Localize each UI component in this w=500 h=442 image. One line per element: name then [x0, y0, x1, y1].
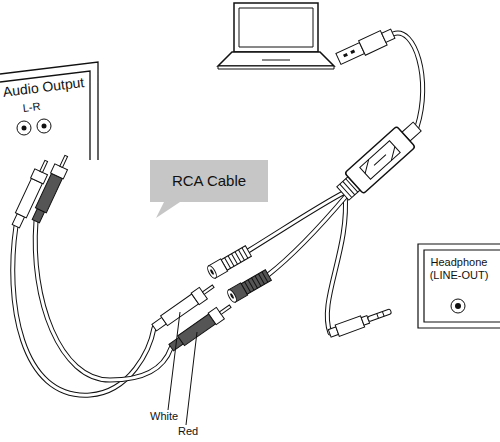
usb-plug	[335, 26, 396, 66]
leader-line	[186, 332, 197, 425]
rca-male-red	[29, 153, 72, 224]
usb-hole	[343, 53, 348, 57]
rca-female-red	[226, 269, 272, 304]
callout-text: RCA Cable	[150, 172, 268, 190]
red-rca-cable-outline	[35, 221, 171, 380]
plug-pin	[203, 285, 215, 294]
panel-outline	[418, 244, 500, 328]
red-lead-outline	[268, 195, 347, 275]
plug-body	[35, 173, 62, 213]
panel-title: Audio Output	[2, 72, 99, 100]
usb-relief	[382, 29, 395, 42]
headphone-jack	[451, 299, 465, 313]
port-label: Headphone (LINE-OUT)	[424, 256, 494, 282]
jack-hole	[42, 124, 47, 129]
female-hole	[229, 293, 234, 299]
usb-hole	[350, 50, 355, 54]
laptop-base	[218, 52, 334, 66]
female-ribs	[245, 272, 268, 292]
female-opening	[226, 288, 238, 303]
callout-bubble: RCA Cable	[150, 160, 268, 218]
female-opening	[206, 264, 218, 279]
node-outline	[410, 240, 500, 332]
female-body	[241, 270, 271, 294]
usb-cable-outline	[393, 33, 423, 127]
adapter-panel	[360, 141, 400, 180]
color-label: Red	[178, 425, 198, 438]
device-panel: Audio OutputL-R	[0, 62, 100, 162]
usb-cable	[393, 33, 423, 127]
jack-bands	[377, 312, 384, 319]
jack-tip	[367, 309, 391, 322]
plug-shell	[51, 164, 68, 179]
rca-female-white	[206, 245, 252, 280]
jack-hole	[455, 303, 461, 309]
red-rca-cable	[35, 221, 171, 380]
rca-jack	[37, 119, 51, 133]
plug-pin	[40, 160, 48, 172]
channel-label: L-R	[22, 97, 63, 115]
plug-pin	[60, 155, 68, 167]
plug-body	[161, 294, 199, 326]
leader-line	[168, 312, 180, 410]
plug-pin	[220, 305, 232, 314]
laptop-edge	[218, 66, 334, 69]
adapter-body	[345, 126, 416, 194]
usb-metal	[336, 43, 365, 65]
plug-shell	[31, 169, 48, 184]
speech-bubble	[150, 160, 268, 218]
red-lead	[268, 195, 347, 275]
color-label: White	[150, 410, 178, 423]
rca-male-red	[167, 301, 234, 354]
female-ribs	[225, 248, 248, 268]
female-hole	[209, 269, 214, 275]
headphone-plug	[328, 306, 393, 340]
plug-body	[178, 314, 216, 346]
usb-adapter	[333, 116, 426, 204]
laptop-display	[239, 8, 313, 47]
jack-hole	[22, 126, 27, 131]
device-panel: Headphone (LINE-OUT)	[410, 240, 500, 332]
jack-body	[335, 316, 364, 337]
laptop-touchpad	[262, 60, 290, 61]
adapter-detail	[360, 141, 400, 180]
female-body	[221, 246, 251, 270]
laptop	[218, 3, 334, 69]
laptop-screen	[234, 3, 318, 52]
rca-jack	[17, 121, 31, 135]
